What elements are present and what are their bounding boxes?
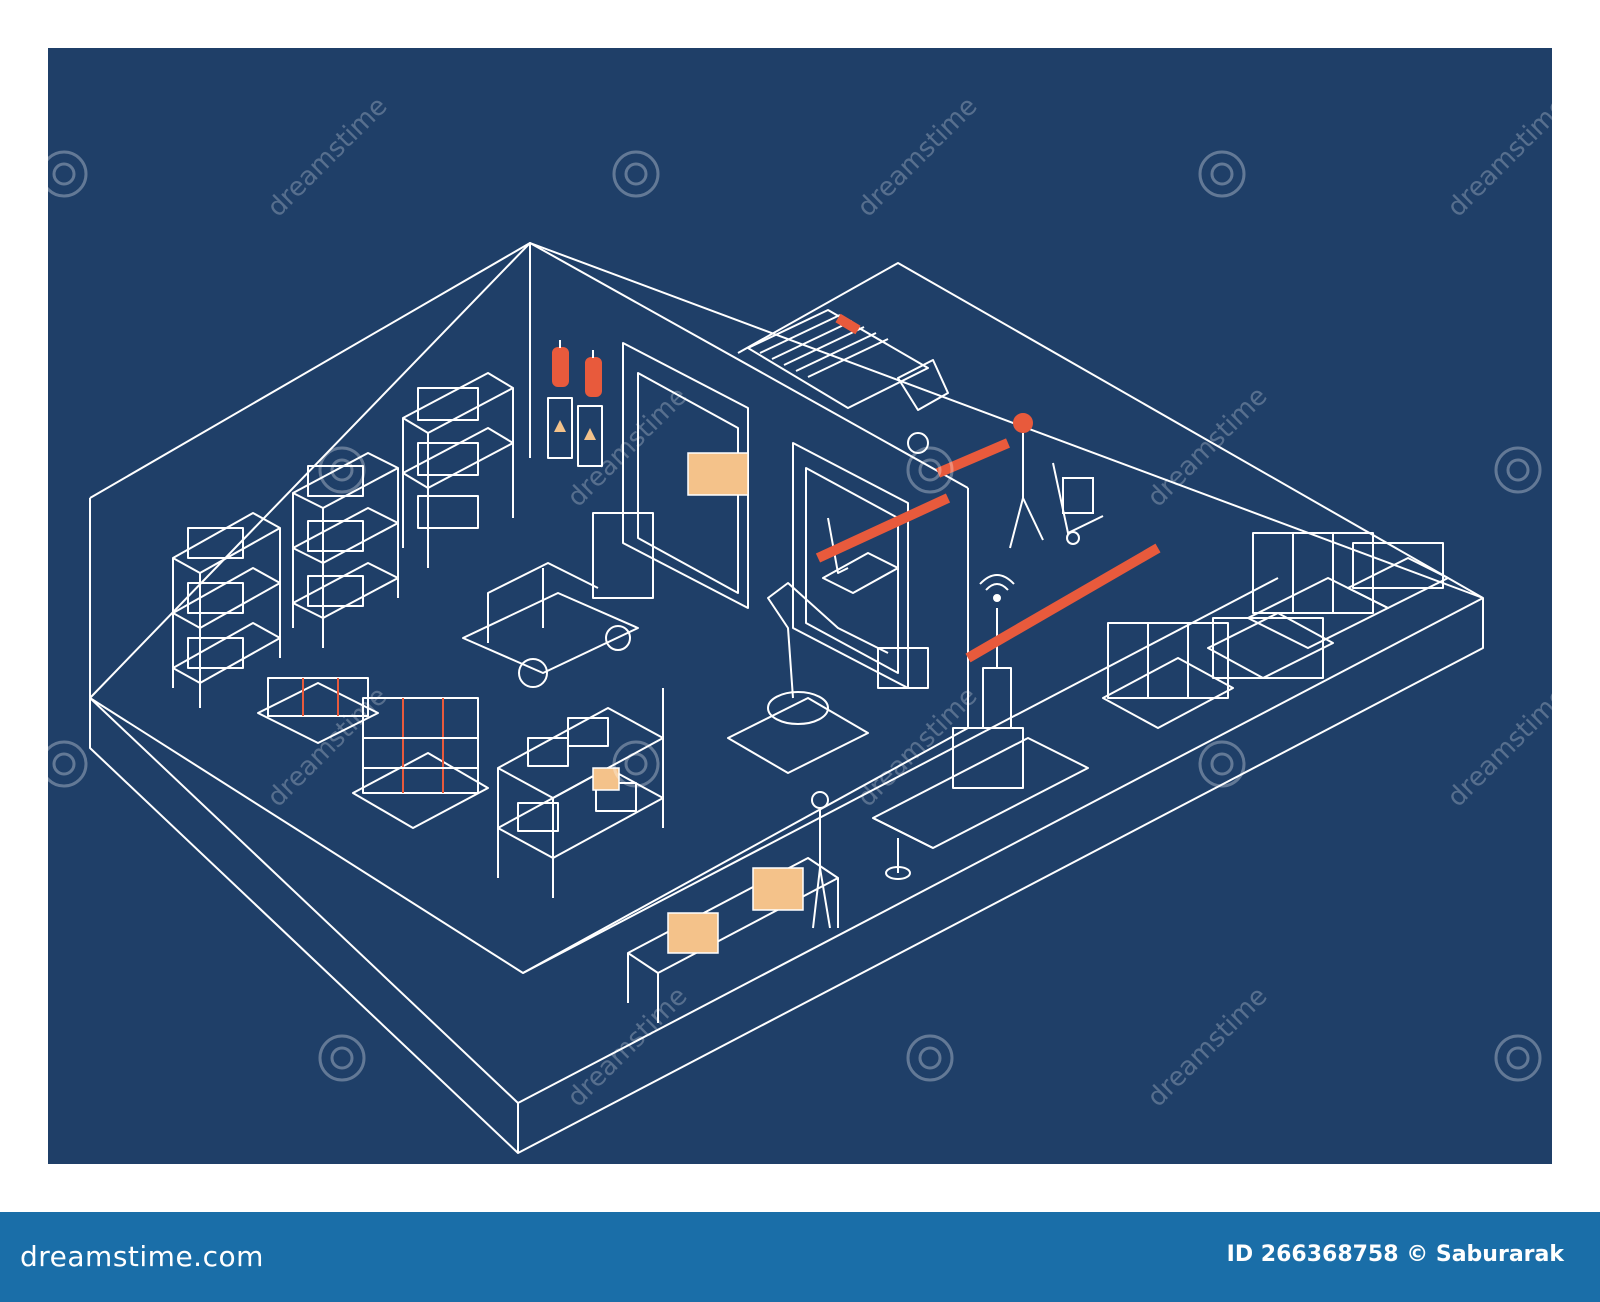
watermark-logos xyxy=(48,150,1542,1082)
electrical-panel-icon xyxy=(547,397,603,467)
worker-icon xyxy=(811,413,1044,929)
svg-text:dreamstime: dreamstime xyxy=(1442,681,1552,813)
brand-logo-text[interactable]: dreamstime.com xyxy=(20,1240,264,1273)
dock-door-1 xyxy=(622,342,749,609)
pallet-stack-6 xyxy=(1347,542,1449,609)
floor-platform xyxy=(89,242,1484,1154)
svg-text:dreamstime: dreamstime xyxy=(262,91,394,223)
svg-text:dreamstime: dreamstime xyxy=(1142,981,1274,1113)
pallet-stack-4 xyxy=(1207,612,1334,679)
storage-rack-3 xyxy=(402,372,514,568)
fire-extinguisher-icon xyxy=(552,340,602,397)
storage-rack-1 xyxy=(172,512,281,708)
delivery-truck-icon xyxy=(747,309,949,454)
forklift-icon xyxy=(462,512,654,688)
svg-text:dreamstime: dreamstime xyxy=(852,91,984,223)
wifi-signal-icon xyxy=(979,574,1015,602)
robotic-arm-icon xyxy=(727,582,929,774)
storage-rack-4 xyxy=(497,688,664,898)
image-credit: ID 266368758 © Saburarak xyxy=(1226,1242,1564,1267)
warehouse-walls xyxy=(89,242,969,974)
loading-yard xyxy=(522,262,1484,974)
warehouse-illustration: dreamstime dreamstime dreamstime dreamst… xyxy=(48,48,1552,1164)
svg-text:dreamstime: dreamstime xyxy=(1142,381,1274,513)
hand-truck-icon xyxy=(1052,462,1104,545)
svg-text:dreamstime: dreamstime xyxy=(1442,91,1552,223)
floor-markings xyxy=(815,313,1161,663)
pallet-stack-3 xyxy=(1102,622,1234,729)
roller-conveyor xyxy=(627,857,839,1023)
footer-bar: dreamstime.com ID 266368758 © Saburarak xyxy=(0,1212,1600,1302)
isometric-warehouse-drawing: dreamstime dreamstime dreamstime dreamst… xyxy=(48,91,1552,1154)
storage-rack-2 xyxy=(292,452,399,648)
cardboard-box-icon xyxy=(592,452,804,954)
conveyor-icon xyxy=(872,608,1089,880)
pallet-stack-2 xyxy=(352,697,489,829)
pallet-jack-icon xyxy=(822,517,899,594)
